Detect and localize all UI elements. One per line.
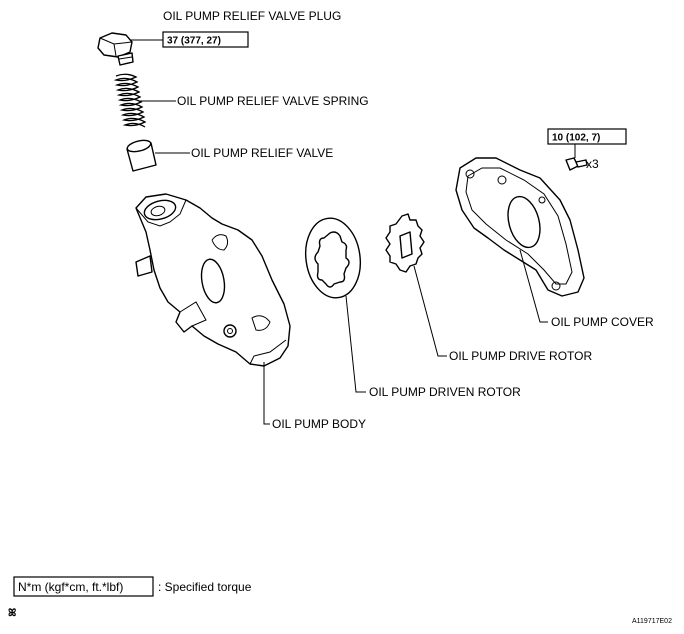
footer-mark: ꕤ bbox=[8, 607, 16, 619]
legend-text: : Specified torque bbox=[158, 580, 252, 594]
pump-body-leader-line bbox=[263, 362, 270, 425]
torque-box-cover-bolt: 10 (102, 7) bbox=[547, 128, 627, 145]
relief-valve bbox=[126, 139, 157, 172]
oil-pump-body bbox=[135, 193, 291, 367]
torque-box-plug: 37 (377, 27) bbox=[162, 31, 249, 48]
pump-cover-label: OIL PUMP COVER bbox=[551, 315, 654, 329]
figure-id: A119717E02 bbox=[632, 618, 672, 625]
drive-rotor bbox=[385, 213, 425, 273]
relief-valve-plug bbox=[97, 32, 134, 66]
torque-legend: N*m (kgf*cm, ft.*lbf) : Specified torque bbox=[13, 576, 252, 597]
driven-rotor bbox=[304, 217, 362, 299]
pump-body-label: OIL PUMP BODY bbox=[272, 417, 366, 431]
oil-pump-cover bbox=[455, 157, 585, 297]
driven-rotor-label: OIL PUMP DRIVEN ROTOR bbox=[369, 385, 521, 399]
relief-valve-plug-label: OIL PUMP RELIEF VALVE PLUG bbox=[163, 9, 341, 23]
cover-bolt bbox=[565, 157, 588, 171]
relief-valve-label: OIL PUMP RELIEF VALVE bbox=[191, 146, 333, 160]
drive-rotor-label: OIL PUMP DRIVE ROTOR bbox=[449, 349, 592, 363]
relief-valve-spring-label: OIL PUMP RELIEF VALVE SPRING bbox=[177, 94, 369, 108]
cover-bolt-qty: x3 bbox=[586, 157, 599, 171]
drive-rotor-leader-line bbox=[413, 265, 447, 357]
driven-rotor-leader-line bbox=[345, 295, 366, 393]
legend-unit: N*m (kgf*cm, ft.*lbf) bbox=[18, 580, 123, 594]
relief-valve-spring bbox=[113, 73, 147, 128]
torque-cover-bolt-value: 10 (102, 7) bbox=[552, 133, 600, 144]
torque-plug-value: 37 (377, 27) bbox=[167, 36, 221, 47]
pump-cover-leader-line bbox=[519, 249, 548, 323]
